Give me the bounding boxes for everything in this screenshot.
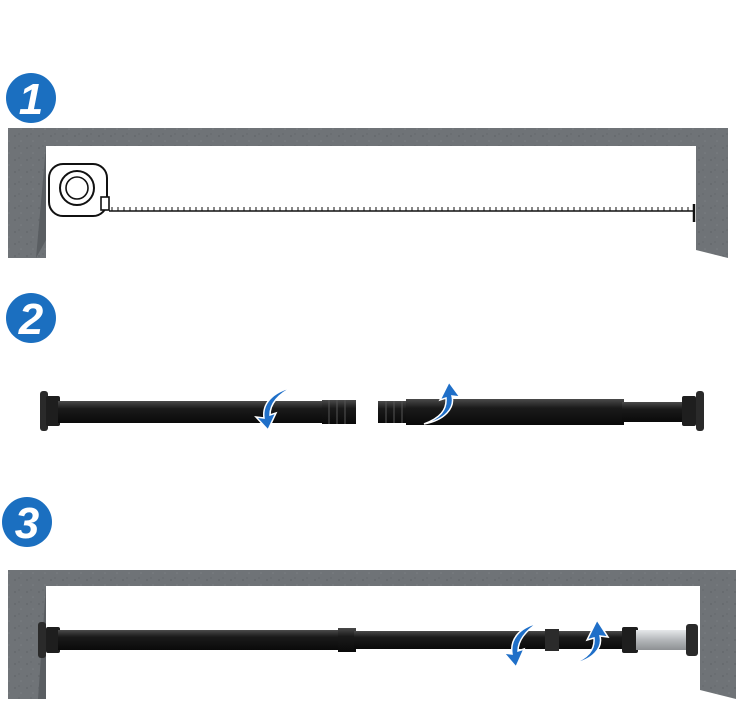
step-2: 2 [6,293,704,432]
tension-rod-installed-icon [38,622,698,658]
tape-blade [109,204,696,222]
step-number-3: 3 [15,499,39,548]
step-badge-1: 1 [6,73,56,124]
step-badge-3: 3 [2,497,52,548]
step-3: 3 [2,497,736,699]
step-number-2: 2 [18,295,44,344]
step-1: 1 [6,73,728,258]
rotate-arrow-down-icon [502,622,539,669]
rod-left-half [40,391,356,431]
rotate-arrow-right-icon [423,380,462,425]
tape-measure-icon [48,163,696,222]
rotate-arrow-left-icon [254,386,294,432]
step-badge-2: 2 [6,293,56,344]
concrete-frame-1 [8,128,728,258]
rotate-arrow-up-icon [571,618,610,665]
rod-right-half [378,391,704,431]
concrete-frame-3 [8,570,736,699]
step-number-1: 1 [19,75,43,124]
